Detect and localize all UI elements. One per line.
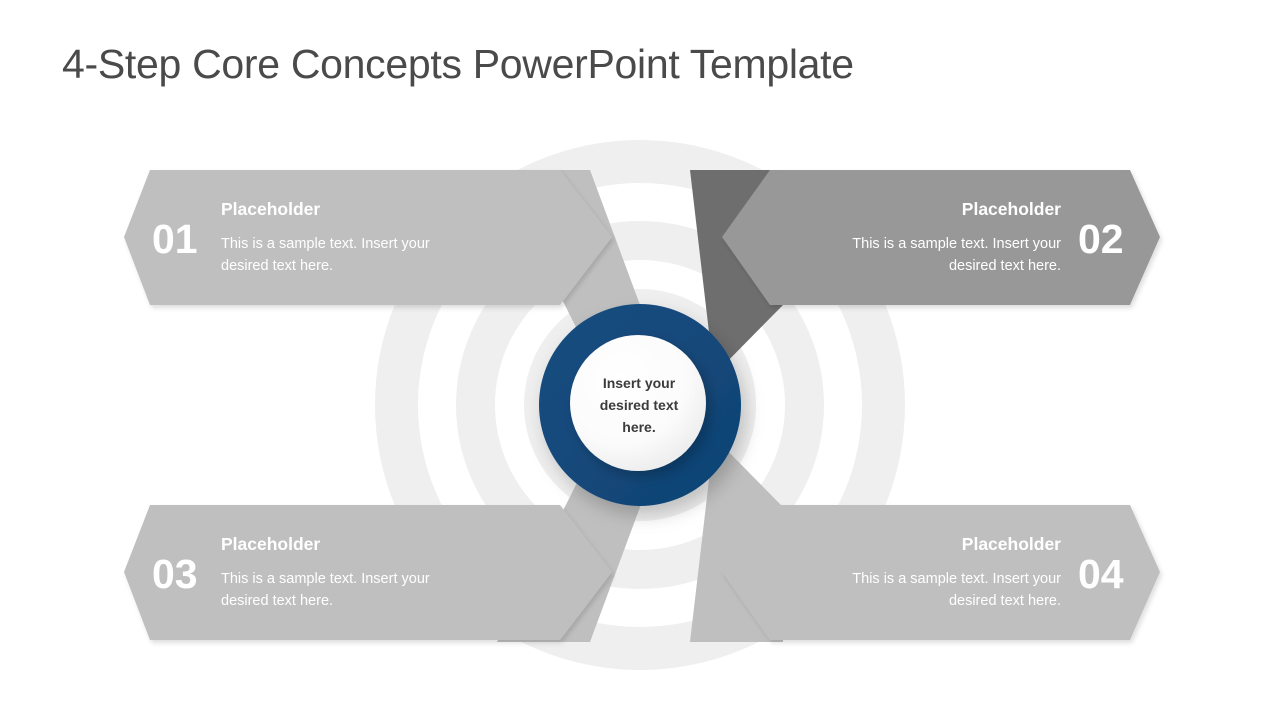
step-03-body-line2: desired text here.	[221, 593, 333, 609]
step-03-body-line1: This is a sample text. Insert your	[221, 571, 430, 587]
step-02-number: 02	[1078, 216, 1124, 262]
step-04-body-line1: This is a sample text. Insert your	[852, 571, 1061, 587]
center-text-line3: here.	[622, 419, 655, 435]
step-01-body-line2: desired text here.	[221, 258, 333, 274]
step-02-heading: Placeholder	[962, 199, 1061, 219]
step-02[interactable]: 02 Placeholder This is a sample text. In…	[722, 170, 1160, 305]
step-03[interactable]: 03 Placeholder This is a sample text. In…	[124, 505, 612, 640]
step-04-body-line2: desired text here.	[949, 593, 1061, 609]
step-02-body-line1: This is a sample text. Insert your	[852, 236, 1061, 252]
center-inner-circle[interactable]	[570, 335, 706, 471]
page-title: 4-Step Core Concepts PowerPoint Template	[62, 41, 854, 87]
step-01-number: 01	[152, 216, 198, 262]
step-02-chevron[interactable]	[722, 170, 1160, 305]
step-02-body-line2: desired text here.	[949, 258, 1061, 274]
step-04-heading: Placeholder	[962, 534, 1061, 554]
step-04[interactable]: 04 Placeholder This is a sample text. In…	[722, 505, 1160, 640]
center-text-line2: desired text	[600, 397, 679, 413]
step-03-number: 03	[152, 551, 198, 597]
step-04-number: 04	[1078, 551, 1124, 597]
step-01-chevron[interactable]	[124, 170, 612, 305]
step-01-heading: Placeholder	[221, 199, 320, 219]
step-01-body-line1: This is a sample text. Insert your	[221, 236, 430, 252]
step-01[interactable]: 01 Placeholder This is a sample text. In…	[124, 170, 612, 305]
step-03-chevron[interactable]	[124, 505, 612, 640]
center-hub[interactable]: Insert your desired text here.	[539, 304, 741, 506]
step-04-chevron[interactable]	[722, 505, 1160, 640]
step-03-heading: Placeholder	[221, 534, 320, 554]
center-text-line1: Insert your	[603, 375, 676, 391]
